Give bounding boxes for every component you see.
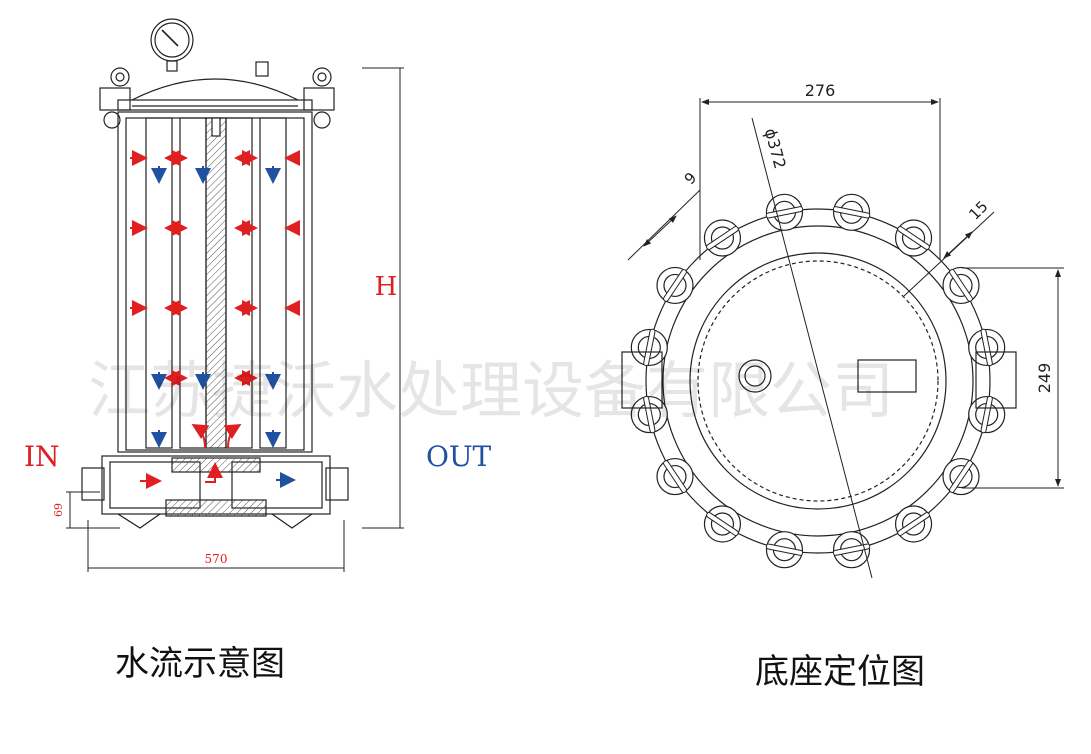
right-caption: 底座定位图 — [755, 652, 925, 692]
housing-base — [81, 455, 349, 529]
clamp-bolt — [765, 193, 804, 231]
vertical-dimension — [962, 267, 1064, 489]
inlet-label: IN — [24, 440, 60, 473]
clamp-bolt — [832, 193, 871, 231]
small-dimension — [627, 189, 701, 261]
flow-diagram: H 570 69 IN OUT 水流示意图 — [24, 18, 492, 684]
clamp-bolt — [942, 266, 980, 305]
housing-lid — [99, 61, 335, 129]
company-watermark: 江苏捷沃水处理设备有限公司 — [88, 354, 894, 427]
outlet-label: OUT — [426, 440, 492, 473]
vertical-label: 249 — [1035, 363, 1054, 394]
clamp-bolt — [630, 395, 668, 434]
clamp-bolt — [894, 505, 933, 543]
clamp-bolt — [968, 395, 1006, 434]
base-height-dimension — [66, 491, 120, 529]
small-dimension-label: 9 — [681, 169, 700, 188]
height-label: H — [375, 272, 398, 302]
clamp-bolt — [968, 328, 1006, 367]
clamp-bolt — [832, 531, 871, 569]
height-dimension — [362, 67, 404, 529]
outflow-arrows — [151, 166, 296, 488]
diameter-line — [751, 117, 873, 579]
clamp-ring — [645, 208, 991, 554]
clamp-bolts — [630, 193, 1006, 569]
width-dimension-label: 570 — [205, 552, 228, 566]
bolt-span-label: 276 — [805, 81, 836, 100]
base-position-diagram: ϕ372 276 249 9 15 底座定位图 — [621, 81, 1064, 692]
diameter-label: ϕ372 — [761, 126, 790, 171]
clamp-bolt — [656, 266, 694, 305]
housing-body — [117, 111, 313, 453]
clamp-bolt — [894, 219, 933, 257]
pressure-gauge-icon — [150, 18, 194, 72]
base-height-label: 69 — [52, 503, 65, 517]
clamp-bolt — [703, 505, 742, 543]
inflow-arrows — [130, 150, 300, 489]
left-caption: 水流示意图 — [115, 644, 285, 684]
flange-dimension-label: 15 — [965, 197, 991, 223]
flange-dimension — [903, 211, 995, 297]
base-fittings — [621, 351, 1017, 409]
clamp-bolt — [942, 457, 980, 496]
clamp-bolt — [630, 328, 668, 367]
clamp-bolt — [765, 531, 804, 569]
clamp-bolt — [703, 219, 742, 257]
clamp-bolt — [656, 457, 694, 496]
width-dimension — [87, 520, 345, 572]
bolt-span-dimension — [699, 98, 941, 260]
